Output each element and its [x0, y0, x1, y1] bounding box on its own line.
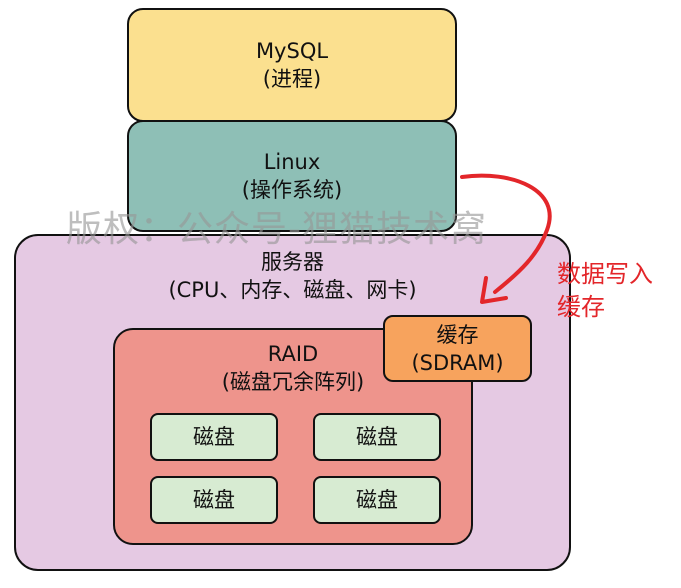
mysql-sub: (进程): [262, 67, 322, 91]
disk-label: 磁盘: [193, 425, 235, 449]
cache-box: 缓存 (SDRAM): [383, 315, 532, 382]
linux-sub: (操作系统): [241, 178, 343, 202]
raid-name: RAID: [267, 342, 319, 366]
server-name: 服务器: [261, 250, 324, 274]
annotation-line1: 数据写入: [557, 260, 653, 288]
server-label: 服务器 (CPU、内存、磁盘、网卡): [14, 248, 571, 304]
disk-label: 磁盘: [193, 488, 235, 512]
watermark-text: 版权：公众号-狸猫技术窝: [66, 209, 487, 250]
raid-label: RAID (磁盘冗余阵列): [113, 340, 473, 396]
cache-name: 缓存: [436, 322, 479, 347]
linux-box: Linux (操作系统): [127, 120, 457, 232]
cache-sub: (SDRAM): [411, 350, 504, 375]
server-sub: (CPU、内存、磁盘、网卡): [168, 278, 417, 302]
linux-name: Linux: [263, 150, 321, 174]
disk-box: 磁盘: [150, 413, 278, 461]
disk-label: 磁盘: [356, 488, 398, 512]
mysql-name: MySQL: [255, 39, 329, 63]
raid-sub: (磁盘冗余阵列): [221, 370, 365, 394]
disk-label: 磁盘: [356, 425, 398, 449]
annotation-line2: 缓存: [557, 293, 605, 321]
disk-box: 磁盘: [150, 476, 278, 524]
disk-box: 磁盘: [313, 476, 441, 524]
annotation-text: 数据写入 缓存: [557, 258, 653, 324]
disk-box: 磁盘: [313, 413, 441, 461]
